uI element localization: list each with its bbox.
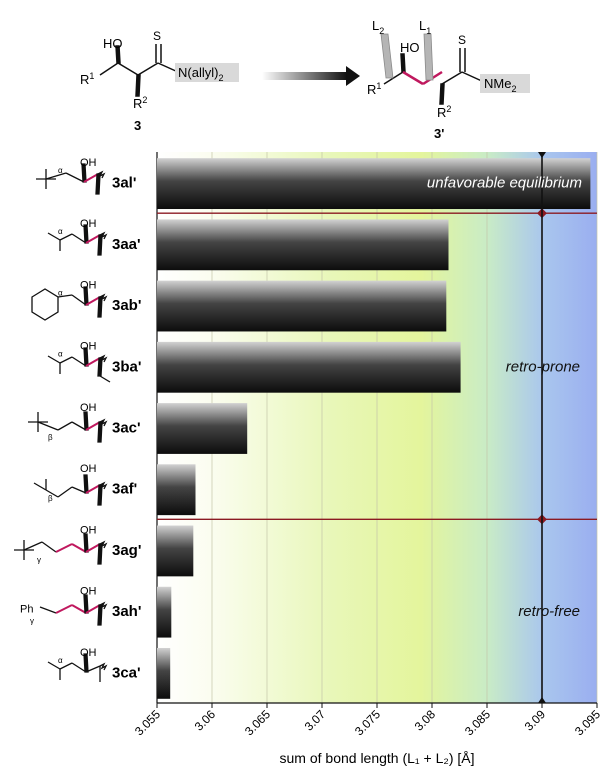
oh-label-1: OH [80, 218, 97, 230]
bar-7 [157, 586, 172, 638]
product-amine: NMe2 [484, 76, 516, 94]
alpha-label-8: α [58, 656, 63, 665]
oh-label-2: OH [80, 279, 97, 291]
oh-label-7: OH [80, 586, 97, 598]
category-label-2: 3ab' [112, 297, 141, 314]
region-label-2: retro-free [518, 603, 580, 620]
amine-highlight [175, 63, 239, 82]
product-ho: HO [400, 40, 420, 55]
bar-6 [157, 525, 194, 577]
x-tick-label-8: 3.095 [572, 707, 603, 738]
reactant-r1: R1 [80, 71, 94, 87]
structure-3aa [47, 224, 108, 256]
oh-label-3: OH [80, 341, 97, 353]
x-tick-label-6: 3.085 [462, 707, 493, 738]
reactant-s: S [153, 29, 161, 43]
structure-3al [36, 163, 106, 195]
alpha-label-6: γ [37, 555, 41, 564]
reactant-label: 3 [134, 118, 141, 133]
alpha-label-1: α [58, 227, 63, 236]
product-s: S [458, 33, 466, 47]
structure-3ca [47, 653, 108, 682]
category-label-1: 3aa' [112, 236, 141, 253]
x-tick-label-0: 3.055 [132, 707, 163, 738]
x-tick-label-5: 3.08 [412, 707, 439, 734]
oh-label-4: OH [80, 402, 97, 414]
alpha-label-2: α [58, 288, 63, 297]
ph-label: Ph [20, 604, 33, 616]
category-label-6: 3ag' [112, 542, 141, 559]
bar-3 [157, 341, 461, 393]
bar-1 [157, 219, 449, 271]
category-label-3: 3ba' [112, 358, 141, 375]
category-label-8: 3ca' [112, 664, 141, 681]
reactant-ho: HO [103, 36, 123, 51]
alpha-label-0: α [58, 166, 63, 175]
plot-area: 3.055 3.06 3.065 3.07 3.075 3.08 3.085 3.09 3.09… [20, 152, 603, 766]
bar-2 [157, 280, 447, 332]
oh-label-6: OH [80, 524, 97, 536]
structure-3af [33, 474, 108, 506]
x-tick-label-1: 3.06 [192, 707, 219, 734]
category-label-4: 3ac' [112, 420, 141, 437]
alpha-label-7: γ [30, 617, 34, 626]
alpha-label-5: β [48, 494, 53, 503]
product-l2: L2 [372, 18, 384, 36]
reactant-structure [99, 44, 179, 97]
product-label: 3' [434, 126, 444, 141]
reactant-amine: N(allyl)2 [178, 65, 223, 83]
nme2-highlight [480, 74, 530, 93]
product-r1: R1 [367, 81, 381, 97]
x-tick-label-4: 3.075 [352, 707, 383, 738]
bar-5 [157, 464, 196, 516]
threshold-marker-bottom [538, 697, 546, 703]
alpha-label-4: β [48, 433, 53, 442]
x-tick-label-3: 3.07 [302, 707, 329, 734]
structure-3ba [47, 347, 111, 383]
compound-structures [14, 163, 111, 682]
product-r2: R2 [437, 104, 451, 120]
structure-3ah [39, 594, 108, 626]
x-axis-label: sum of bond length (L₁ + L₂) [Å] [280, 750, 475, 766]
oh-label-0: OH [80, 157, 97, 169]
structure-3ab [31, 286, 108, 321]
reactant-r2: R2 [133, 95, 147, 111]
structure-3ac [28, 411, 108, 443]
x-tick-label-2: 3.065 [242, 707, 273, 738]
category-label-7: 3ah' [112, 603, 141, 620]
product-l1: L1 [419, 18, 431, 36]
threshold-marker-top [538, 152, 546, 158]
category-label-5: 3af' [112, 481, 137, 498]
oh-label-8: OH [80, 647, 97, 659]
structure-3ag [14, 533, 108, 565]
bar-0 [157, 158, 591, 210]
reaction-scheme: HO S R1 R2 N(allyl)2 3 L2 L1 HO S R1 R2 … [80, 18, 530, 141]
bond-length-markers [380, 33, 434, 81]
bar-8 [157, 647, 171, 699]
alpha-label-3: α [58, 350, 63, 359]
oh-label-5: OH [80, 463, 97, 475]
x-tick-label-7: 3.09 [522, 707, 549, 734]
region-label-0: unfavorable equilibrium [427, 175, 582, 192]
bar-4 [157, 403, 248, 454]
region-label-1: retro-prone [506, 358, 580, 375]
product-structure [383, 48, 485, 105]
reaction-arrow-head [346, 66, 360, 86]
category-label-0: 3al' [112, 175, 136, 192]
reaction-arrow-shaft [262, 72, 347, 80]
